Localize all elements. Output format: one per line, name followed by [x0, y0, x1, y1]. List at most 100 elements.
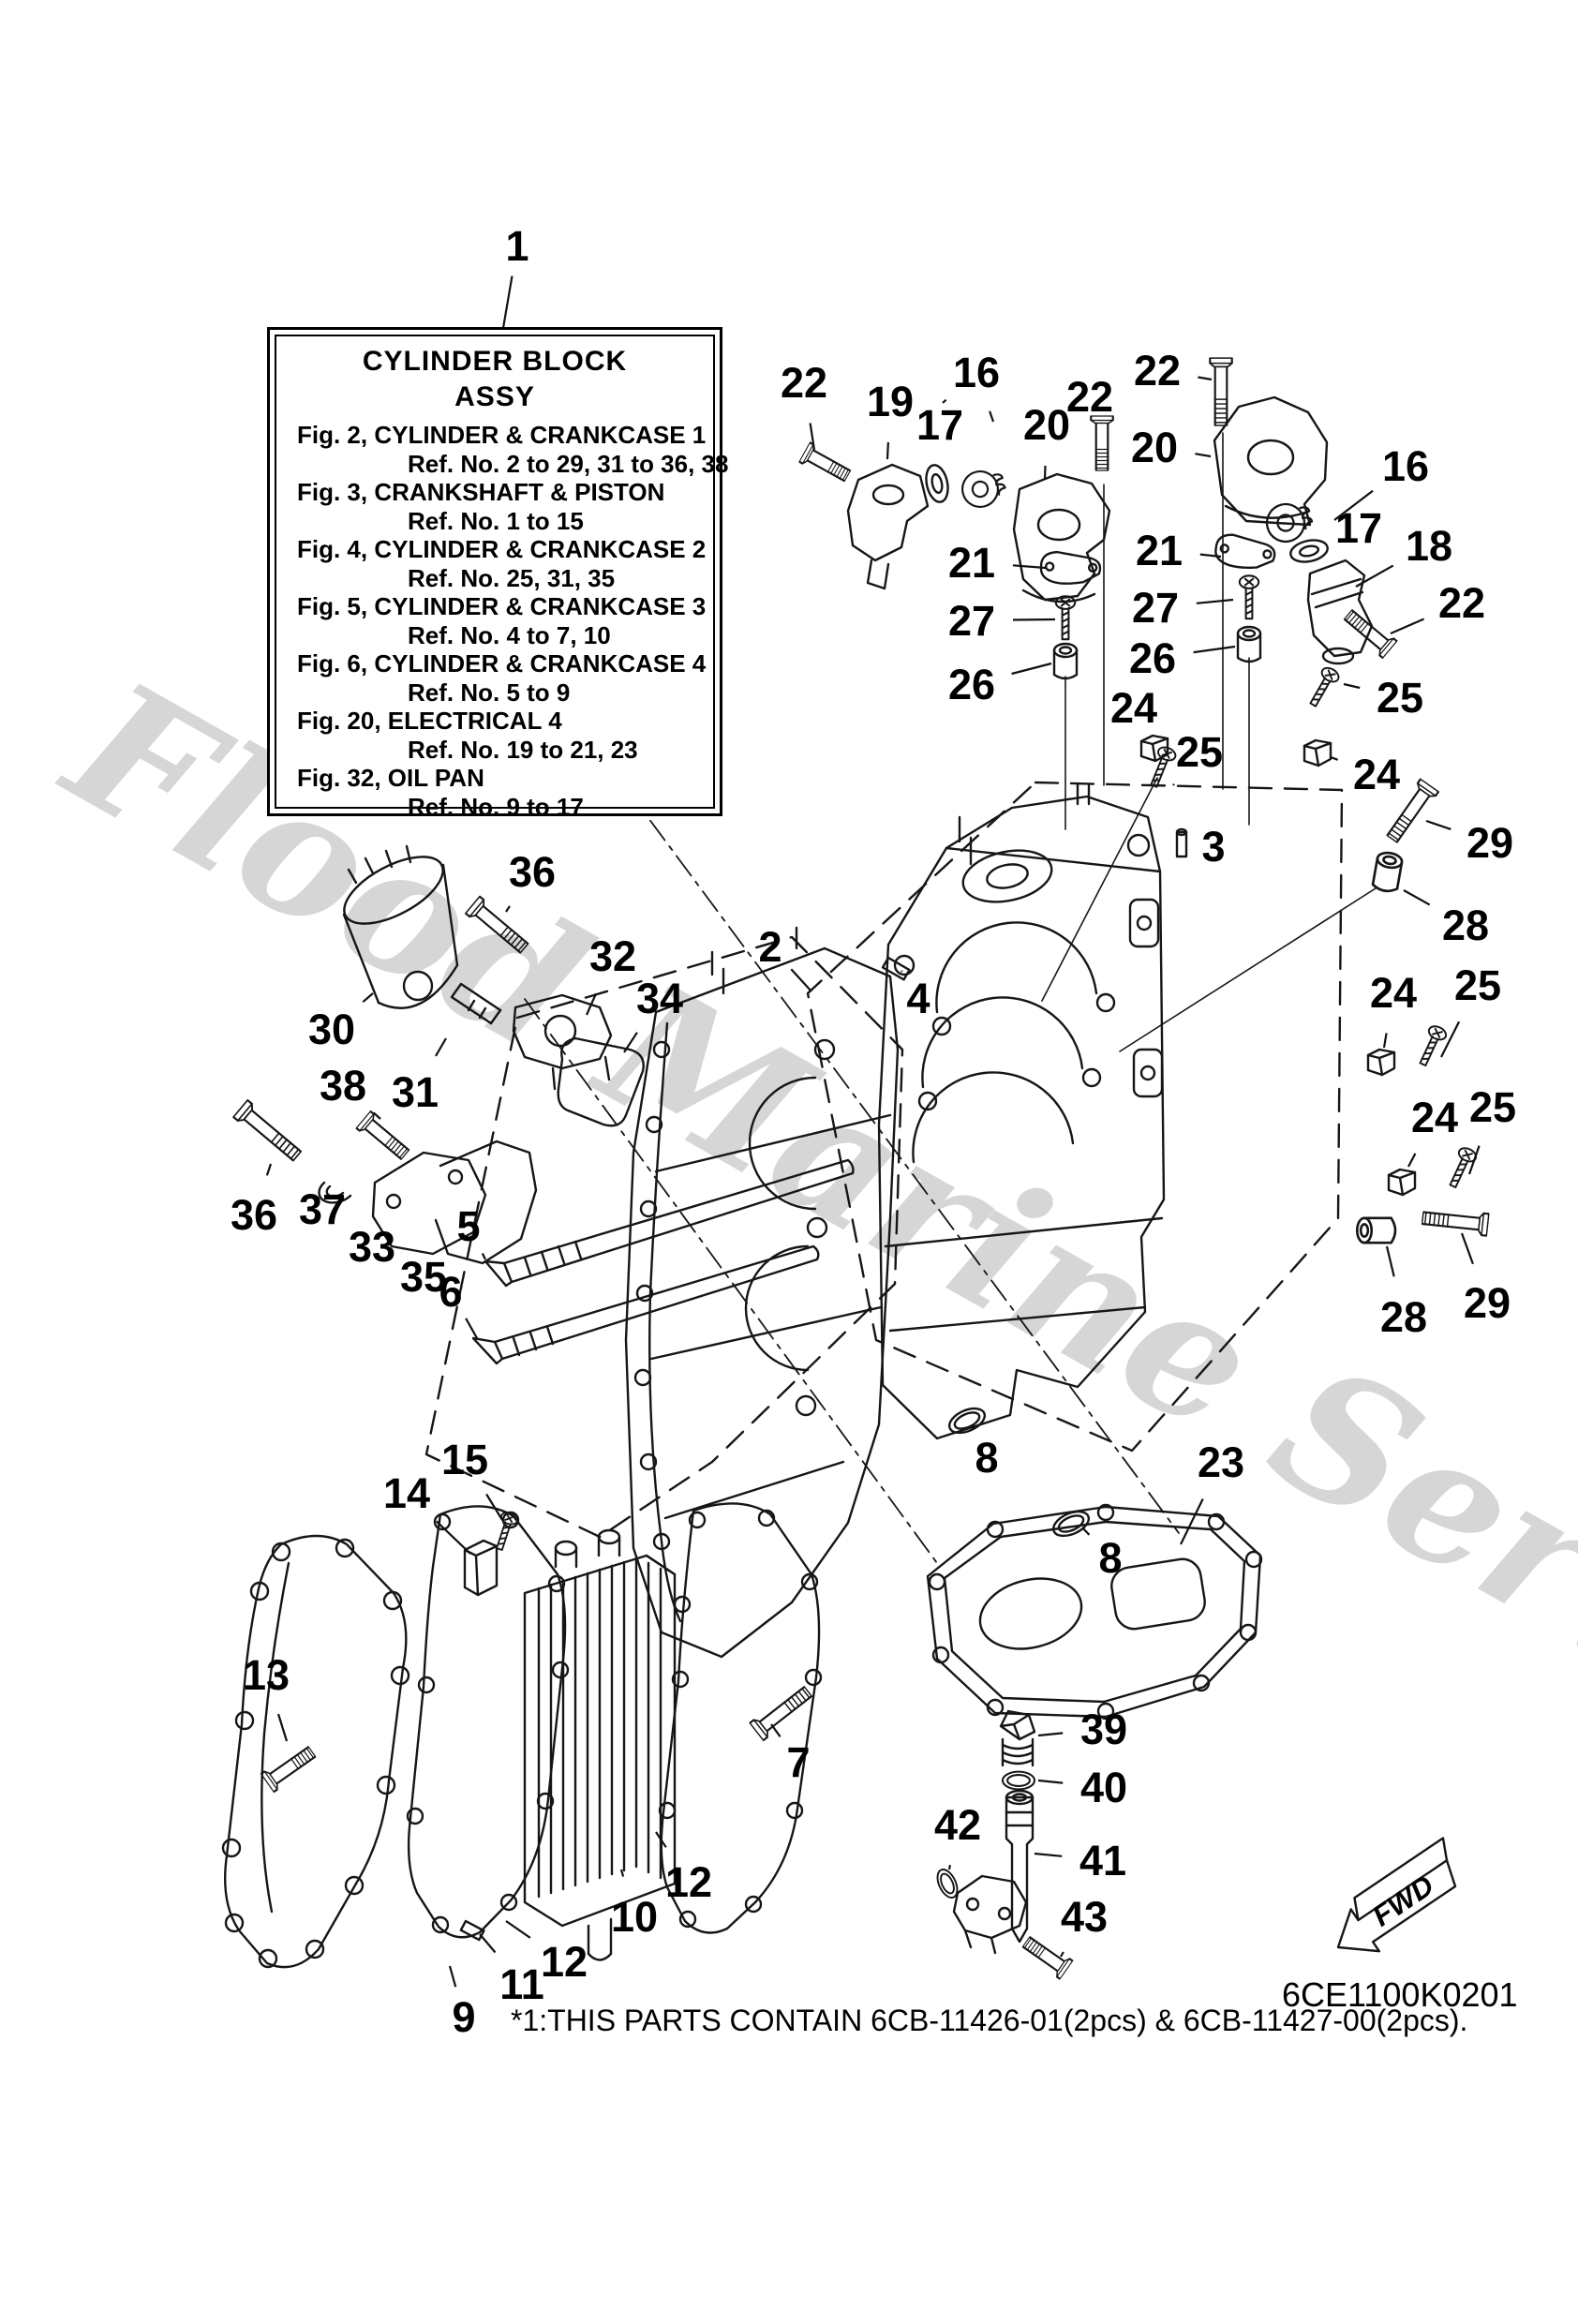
part-callout-16: 16	[953, 349, 1000, 396]
part-callout-41: 41	[1079, 1837, 1126, 1885]
part-callout-17: 17	[916, 401, 963, 449]
assembly-info-box: CYLINDER BLOCK ASSY Fig. 2, CYLINDER & C…	[267, 327, 729, 821]
info-fig-line: Fig. 3, CRANKSHAFT & PISTON	[297, 478, 665, 506]
part-callout-14: 14	[383, 1469, 430, 1517]
part-crankcase-left	[624, 926, 900, 1659]
callout-leader-16	[942, 398, 947, 404]
part-callout-17: 17	[1335, 504, 1382, 552]
callout-leader-29	[1425, 819, 1451, 830]
callout-leader-21	[1012, 564, 1047, 570]
info-title-line1: CYLINDER BLOCK	[362, 346, 628, 377]
callout-leader-26	[1193, 645, 1236, 654]
part-callout-27: 27	[1132, 584, 1179, 632]
part-callout-37: 37	[299, 1185, 346, 1233]
part-callout-28: 28	[1442, 901, 1489, 949]
info-fig-line: Fig. 32, OIL PAN	[297, 764, 484, 792]
callout-leader-36	[265, 1163, 273, 1176]
part-callout-25: 25	[1176, 728, 1223, 776]
part-callout-35: 35	[400, 1253, 447, 1301]
callout-leader-13	[276, 1713, 289, 1742]
callout-leader-43	[1060, 1951, 1064, 1958]
part-callout-1: 1	[505, 222, 528, 270]
part-callout-18: 18	[1406, 522, 1452, 570]
part-callout-13: 13	[243, 1651, 290, 1699]
part-callout-19: 19	[867, 378, 914, 425]
info-fig-line: Fig. 6, CYLINDER & CRANKCASE 4	[297, 649, 707, 678]
part-callout-42: 42	[934, 1801, 981, 1849]
callout-leader-41	[1034, 1852, 1063, 1857]
callout-leader-39	[1037, 1732, 1064, 1737]
part-callout-10: 10	[611, 1893, 658, 1941]
callout-leader-6	[465, 1318, 478, 1339]
part-callout-28: 28	[1380, 1293, 1427, 1341]
callout-leader-8	[1081, 1527, 1091, 1536]
callout-leader-12	[655, 1831, 667, 1848]
part-callout-36: 36	[231, 1191, 277, 1239]
info-title-line2: ASSY	[454, 381, 535, 412]
callout-leader-15	[485, 1493, 503, 1521]
part-callout-3: 3	[1201, 823, 1225, 871]
callout-leader-19	[886, 441, 889, 460]
part-callout-20: 20	[1023, 401, 1070, 449]
part-callout-32: 32	[589, 932, 636, 980]
callout-leader-22	[1390, 618, 1425, 635]
part-cylinder-body-right	[877, 782, 1166, 1440]
part-callout-27: 27	[948, 597, 995, 645]
part-callout-36: 36	[509, 848, 556, 896]
callout-leader-26	[1011, 662, 1052, 676]
oil-filter-parts	[232, 844, 911, 1365]
drawing-code: 6CE1100K0201	[1282, 1975, 1518, 2014]
callout-leader-25	[1440, 1020, 1461, 1058]
part-callout-29: 29	[1464, 1279, 1511, 1327]
part-callout-21: 21	[1136, 527, 1183, 574]
part-callout-25: 25	[1454, 961, 1501, 1009]
assembly-info-box-inner: CYLINDER BLOCK ASSY Fig. 2, CYLINDER & C…	[275, 335, 729, 821]
callout-leader-20	[1043, 465, 1047, 481]
info-ref-line: Ref. No. 4 to 7, 10	[408, 620, 611, 649]
callout-leader-7	[770, 1723, 782, 1737]
part-callout-2: 2	[758, 923, 782, 971]
fwd-arrow: FWD	[1336, 1837, 1457, 1953]
part-callout-8: 8	[975, 1434, 998, 1482]
callout-leader-31	[435, 1037, 447, 1057]
callout-leader-18	[1355, 564, 1394, 588]
callout-leader-22	[809, 423, 816, 451]
callout-leader-25	[1343, 682, 1361, 690]
part-callout-5: 5	[456, 1202, 480, 1250]
part-callout-39: 39	[1080, 1706, 1127, 1753]
info-fig-line: Fig. 2, CYLINDER & CRANKCASE 1	[297, 421, 707, 449]
callout-leader-16	[1333, 489, 1374, 521]
top-right-parts	[1139, 356, 1490, 1244]
part-callout-16: 16	[1382, 442, 1429, 490]
callout-leader-29	[1460, 1232, 1474, 1265]
part-callout-22: 22	[1134, 347, 1181, 395]
part-callout-24: 24	[1411, 1094, 1458, 1141]
part-callout-25: 25	[1469, 1083, 1516, 1131]
info-fig-line: Fig. 20, ELECTRICAL 4	[297, 707, 562, 735]
callout-leader-12	[505, 1920, 531, 1939]
part-callout-43: 43	[1061, 1893, 1108, 1941]
oil-cooler-parts	[221, 1502, 823, 1969]
part-callout-24: 24	[1370, 969, 1417, 1017]
part-callout-30: 30	[308, 1006, 355, 1053]
fwd-label: FWD	[1366, 1869, 1439, 1932]
callout-leader-28	[1385, 1245, 1395, 1277]
callout-leader-25	[1172, 783, 1175, 786]
callout-leader-36	[505, 905, 511, 913]
info-ref-line: Ref. No. 2 to 29, 31 to 36, 38	[408, 449, 729, 478]
info-ref-line: Ref. No. 5 to 9	[408, 678, 571, 707]
callout-leader-27	[1012, 618, 1056, 621]
assembly-boundary-right	[806, 781, 1344, 1452]
info-fig-line: Fig. 5, CYLINDER & CRANKCASE 3	[297, 592, 707, 620]
part-callout-22: 22	[1066, 373, 1113, 421]
callout-leader-11	[479, 1933, 497, 1954]
part-callout-31: 31	[392, 1068, 439, 1116]
callout-leader-24	[1382, 1033, 1388, 1049]
callout-leader-30	[362, 992, 374, 1004]
callout-leader-10	[619, 1869, 625, 1877]
footnote: *1:THIS PARTS CONTAIN 6CB-11426-01(2pcs)…	[511, 2004, 1468, 2037]
part-callout-26: 26	[1129, 634, 1176, 682]
part-callout-33: 33	[349, 1223, 395, 1271]
top-left-parts	[798, 414, 1114, 680]
